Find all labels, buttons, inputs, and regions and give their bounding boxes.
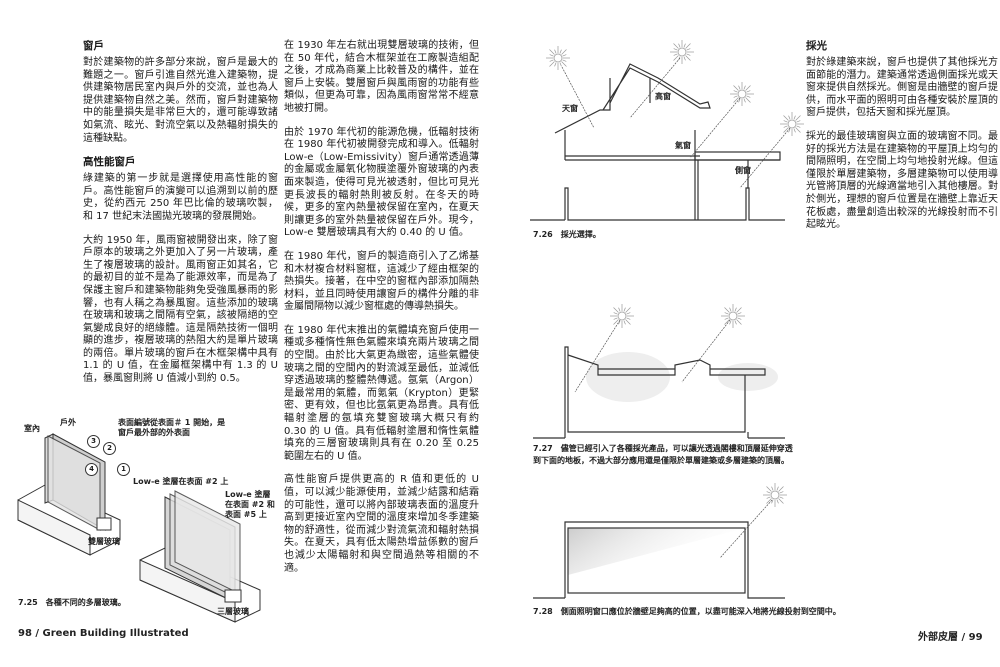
figure-number: 7.27 [533, 444, 553, 453]
sun-icon [670, 40, 694, 64]
paragraph: 採光的最佳玻璃窗與立面的玻璃窗不同。最好的採光方法是在建築物的平屋頂上均勻的間隔… [806, 130, 998, 231]
paragraph: 大約 1950 年，風雨窗被開發出來，除了窗戶原本的玻璃之外更加入了另一片玻璃，… [83, 234, 278, 385]
sun-icon [780, 112, 804, 136]
paragraph: 綠建築的第一步就是選擇使用高性能的窗戶。高性能窗戶的演變可以追溯到以前的歷史，從… [83, 173, 278, 222]
caption-text: 各種不同的多層玻璃。 [45, 598, 126, 607]
daylighting-options-section [530, 57, 791, 221]
surface-number-1: 1 [117, 463, 130, 476]
caption-text: 側面照明窗口應位於牆壁足夠高的位置，以盡可能深入地將光線投射到空間中。 [560, 607, 841, 616]
sun-icon [610, 304, 634, 328]
sun-icon [763, 483, 787, 507]
left-column-2: 在 1930 年左右就出現雙層玻璃的技術，但在 50 年代，結合木框架並在工廠製… [284, 40, 479, 586]
label-lowe-triple: Low-e 塗層在表面 #2 和表面 #5 上 [225, 490, 275, 519]
sun-icon [730, 82, 754, 106]
section-heading-windows: 窗戶 [83, 40, 104, 52]
paragraph: 高性能窗戶提供更高的 R 值和更低的 U 值，可以減少能源使用，並減少結露和結霜… [284, 474, 479, 574]
label-lowe-double: Low-e 塗層在表面 #2 上 [133, 477, 229, 486]
label-double-glazing: 雙層玻璃 [88, 537, 120, 546]
caption-text: 採光選擇。 [560, 230, 601, 239]
toplighting-section [533, 319, 785, 439]
figure-number: 7.26 [533, 230, 553, 239]
paragraph: 對於建築物的許多部分來說，窗戶是最大的難題之一。窗戶引進自然光進入建築物，提供建… [83, 57, 278, 144]
section-heading-high-performance-windows: 高性能窗戶 [83, 156, 136, 169]
sun-icon [721, 304, 745, 328]
label-outdoor: 戶外 [60, 418, 76, 427]
paragraph: 在 1980 年代，窗戶的製造商引入了乙烯基和木材複合材料窗框，這減少了經由框架… [284, 250, 479, 313]
figure-caption-7-26: 7.26 採光選擇。 [533, 229, 601, 241]
right-column: 採光 對於綠建築來說，窗戶也提供了其他採光方面節能的潛力。建築通常透過側面採光或… [806, 40, 998, 243]
paragraph: 對於綠建築來說，窗戶也提供了其他採光方面節能的潛力。建築通常透過側面採光或天窗來… [806, 57, 998, 119]
surface-number-4: 4 [85, 463, 98, 476]
figure-caption-7-25: 7.25 各種不同的多層玻璃。 [18, 597, 126, 609]
sun-icons [546, 40, 804, 507]
label-side-window: 側窗 [735, 166, 751, 175]
label-indoor: 室內 [24, 424, 40, 433]
figure-number: 7.28 [533, 607, 553, 616]
label-surface-numbering: 表面編號從表面＃ 1 開始，是窗戶最外部的外表面 [118, 418, 226, 437]
left-column-1: 窗戶 對於建築物的許多部分來說，窗戶是最大的難題之一。窗戶引進自然光進入建築物，… [83, 40, 278, 397]
paragraph: 由於 1970 年代初的能源危機，低輻射技術在 1980 年代初被開發完成和導入… [284, 126, 479, 239]
paragraph: 在 1930 年左右就出現雙層玻璃的技術，但在 50 年代，結合木框架並在工廠製… [284, 40, 479, 114]
page-footer-right: 外部皮層 / 99 [918, 632, 983, 643]
figure-number: 7.25 [18, 598, 38, 607]
label-vent-window: 氣窗 [675, 141, 691, 150]
section-heading-daylighting: 採光 [806, 40, 827, 52]
page-footer-left: 98 / Green Building Illustrated [18, 628, 189, 639]
surface-number-2: 2 [103, 442, 116, 455]
label-clerestory: 高窗 [655, 92, 671, 101]
caption-text: 儘管已經引入了各種採光產品，可以讓光透過閣樓和頂層延伸穿透到下面的地板，不過大部… [533, 444, 793, 465]
surface-number-3: 3 [87, 435, 100, 448]
label-triple-glazing: 三層玻璃 [217, 607, 249, 616]
label-skylight: 天窗 [562, 104, 578, 113]
sun-icon [546, 46, 570, 70]
figure-caption-7-28: 7.28 側面照明窗口應位於牆壁足夠高的位置，以盡可能深入地將光線投射到空間中。 [533, 606, 841, 618]
paragraph: 在 1980 年代末推出的氣體填充窗戶使用一種或多種惰性無色氣體來填充兩片玻璃之… [284, 324, 479, 462]
sidelighting-section [533, 499, 785, 599]
